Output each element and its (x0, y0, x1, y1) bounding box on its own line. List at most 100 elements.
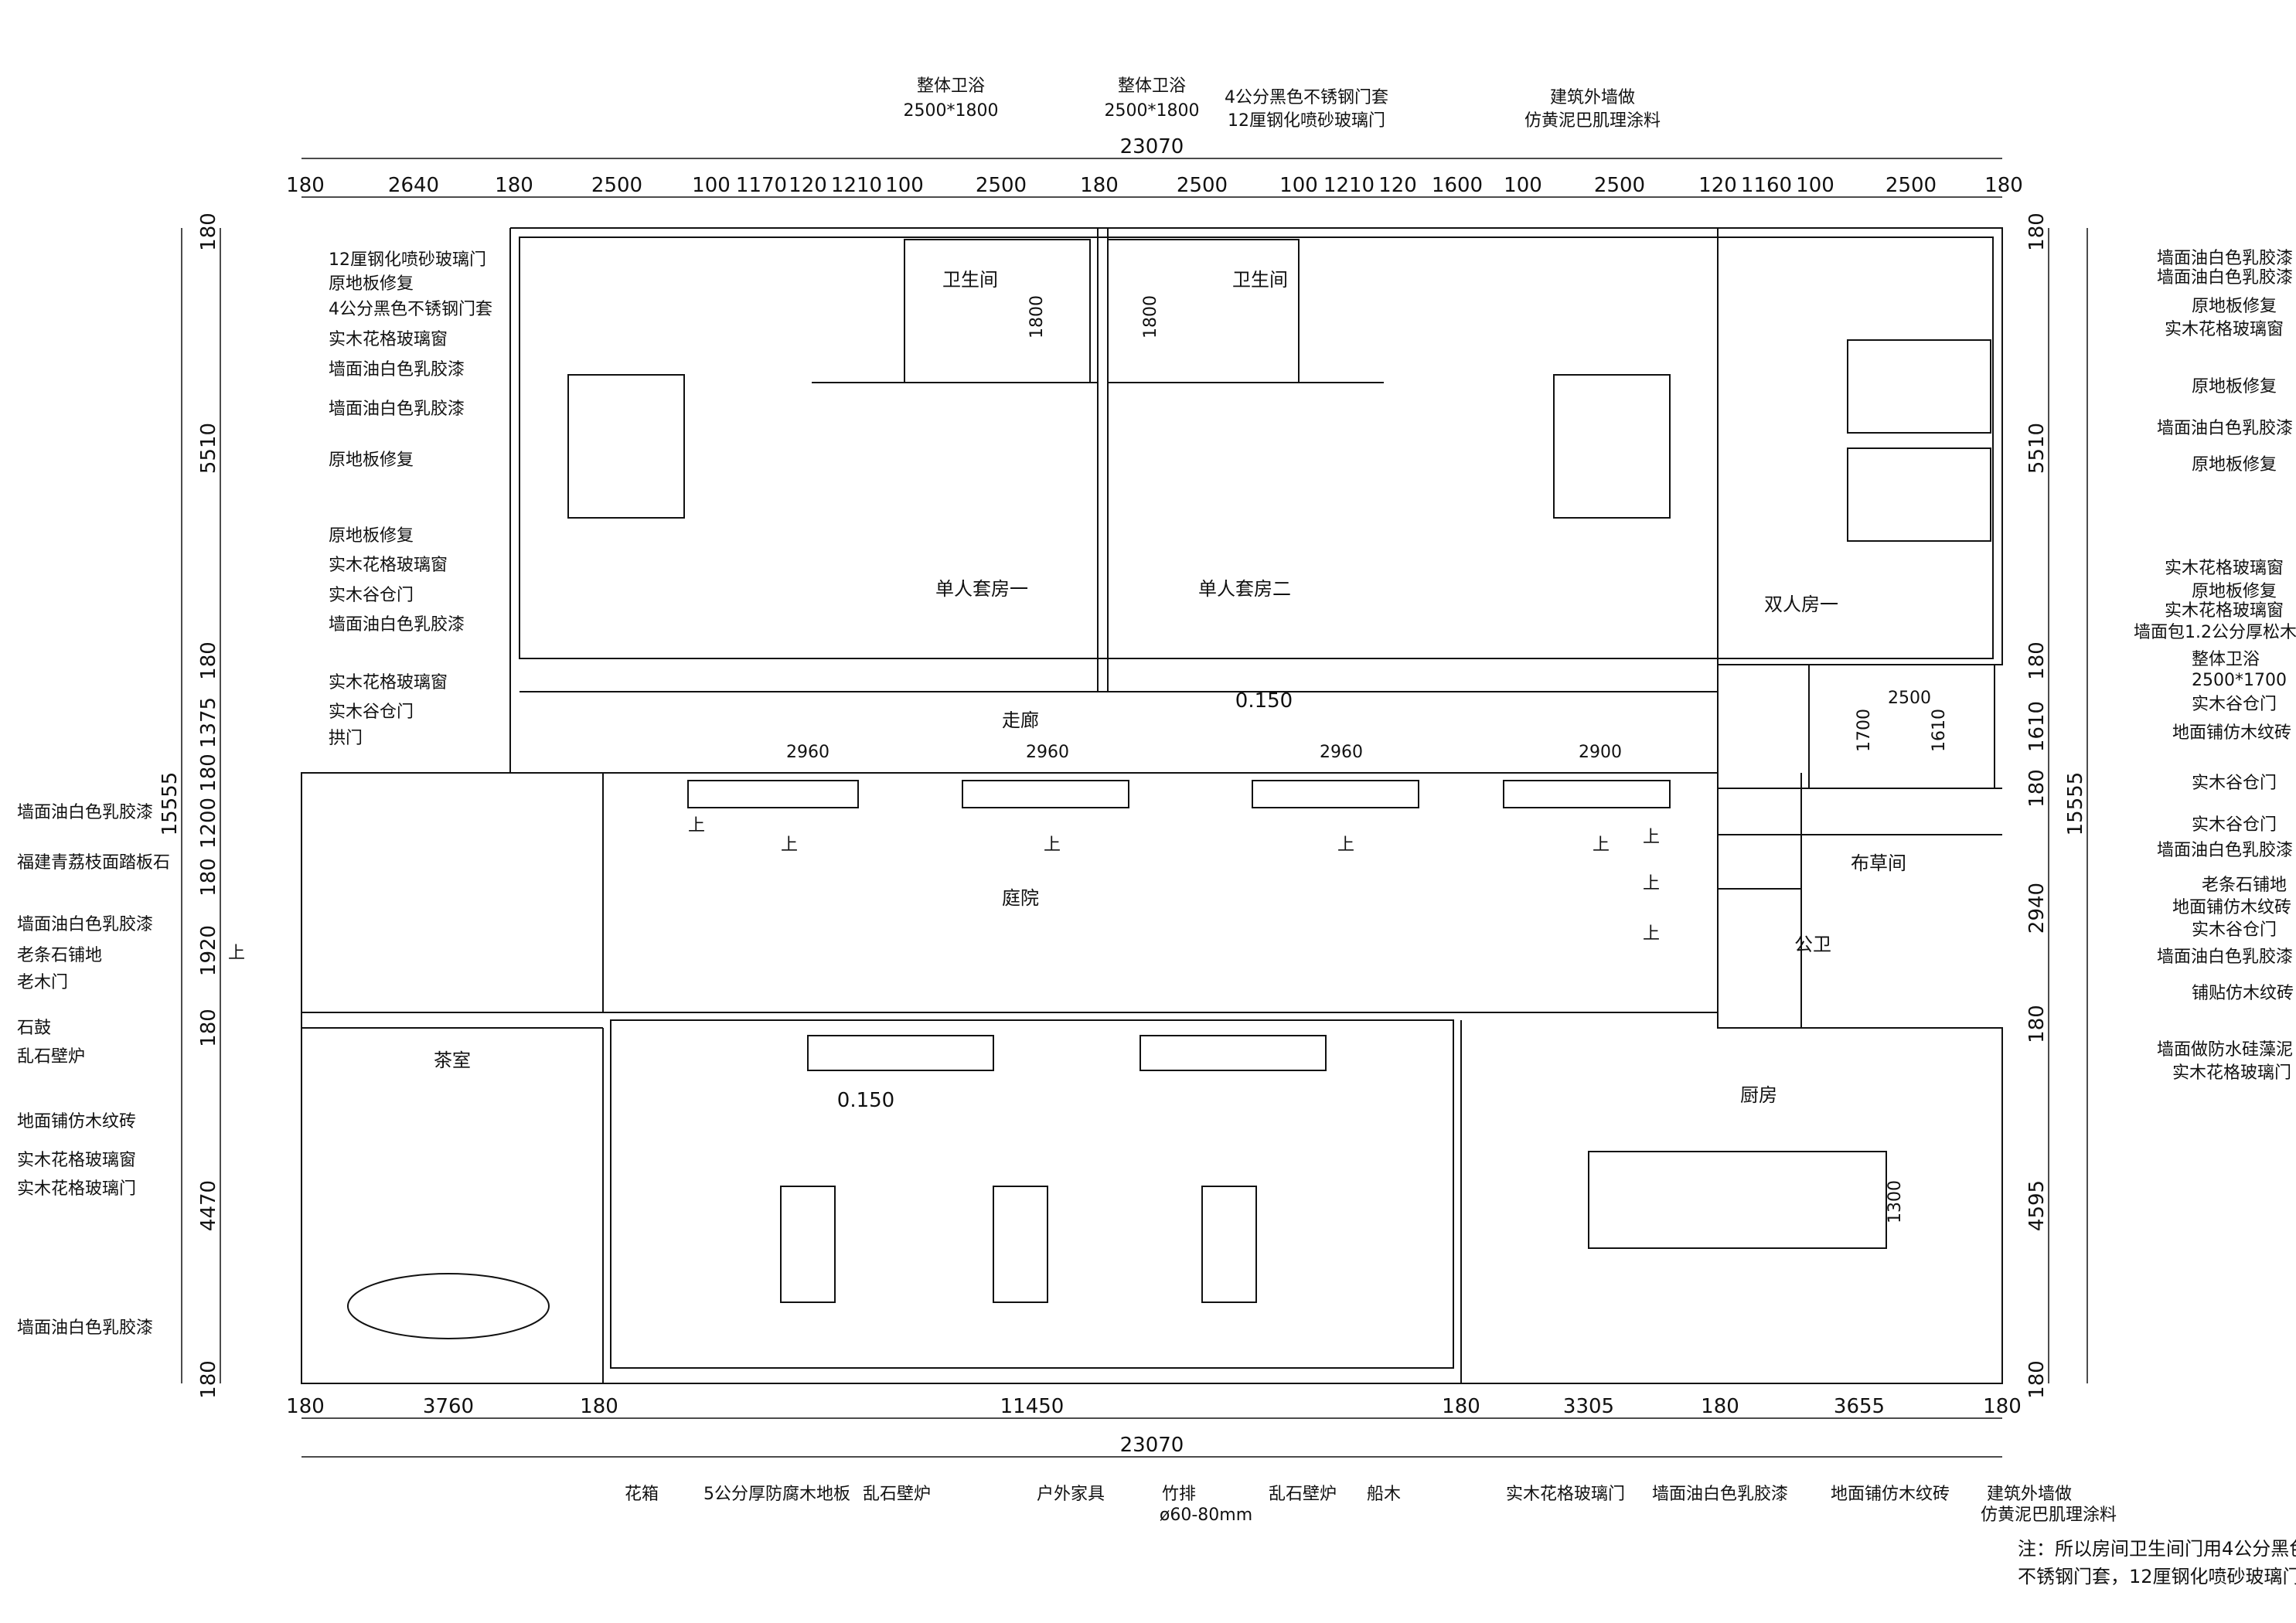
inner-dim: 1700 (1855, 709, 1874, 752)
room-label-tea: 茶室 (434, 1050, 471, 1071)
outdoor-table-3 (1201, 1186, 1257, 1303)
left-dim: 180 (197, 213, 220, 251)
right-dim: 1610 (2025, 701, 2049, 752)
right-callout: 实木谷仓门 (2192, 774, 2277, 793)
bottom-callout: 仿黄泥巴肌理涂料 (1981, 1506, 2117, 1525)
room-label-corridor: 走廊 (1002, 709, 1039, 731)
right-callout: 老条石铺地 (2202, 876, 2287, 895)
up-mark: 上 (1643, 828, 1660, 847)
bed-double-a (1847, 339, 1991, 434)
top-dim: 120 (1698, 174, 1737, 197)
room-label-bath1: 卫生间 (942, 269, 998, 291)
bottom-callout: 花箱 (625, 1485, 659, 1504)
top-callout: 12厘钢化喷砂玻璃门 (1228, 111, 1385, 131)
top-total-dim: 23070 (1120, 135, 1184, 158)
corridor-segment-dim: 2960 (1026, 743, 1069, 762)
top-dim: 180 (1984, 174, 2023, 197)
right-dims: 180 5510 180 1610 180 2940 180 4595 180 … (2025, 213, 2087, 1399)
bottom-dim: 11450 (1000, 1395, 1065, 1418)
up-mark: 上 (1337, 835, 1354, 855)
bed-double-b (1847, 447, 1991, 542)
room-label-courtyard: 庭院 (1002, 887, 1039, 909)
left-callout: 墙面油白色乳胶漆 (329, 360, 465, 379)
left-callout: 实木花格玻璃窗 (329, 556, 448, 575)
up-mark: 上 (1643, 874, 1660, 893)
right-callout: 原地板修复 (2192, 455, 2277, 475)
up-mark: 上 (1593, 835, 1610, 855)
stair-up-marks: 上 上 上 上 上 上 上 上 上 (228, 816, 1660, 963)
top-callout: 整体卫浴 (1118, 77, 1186, 96)
inner-dim: 1800 (1141, 295, 1160, 339)
top-dim: 120 (789, 174, 827, 197)
left-dim: 1200 (197, 798, 220, 849)
top-dims: 180 2640 180 2500 100 1170 120 1210 100 … (286, 174, 2023, 197)
courtyard-paving (602, 772, 1719, 1013)
level-mark: 0.150 (1235, 689, 1293, 713)
bottom-callout: 户外家具 (1037, 1485, 1105, 1504)
left-dims: 180 5510 180 1375 180 1200 180 1920 180 … (158, 213, 220, 1399)
up-mark: 上 (688, 816, 705, 835)
left-dim: 1920 (197, 925, 220, 976)
room-label-linen: 布草间 (1851, 852, 1906, 874)
outdoor-table-1 (780, 1186, 836, 1303)
left-callout: 实木花格玻璃窗 (17, 1151, 136, 1170)
inner-dim: 1300 (1886, 1180, 1905, 1223)
right-callout: 实木花格玻璃门 (2172, 1063, 2291, 1083)
inner-dim: 2500 (1888, 689, 1931, 708)
bottom-dim: 3655 (1834, 1395, 1885, 1418)
bed-suite2 (1553, 374, 1671, 519)
top-callout: 整体卫浴 (917, 77, 985, 96)
left-callout: 地面铺仿木纹砖 (17, 1112, 136, 1131)
right-callouts: 墙面油白色乳胶漆 墙面油白色乳胶漆 原地板修复 实木花格玻璃窗 原地板修复 墙面… (2134, 249, 2296, 1083)
top-dim: 2500 (1886, 174, 1937, 197)
level-mark: 0.150 (837, 1089, 894, 1112)
right-callout: 实木谷仓门 (2192, 695, 2277, 714)
bottom-dim: 180 (286, 1395, 325, 1418)
inner-dim: 1800 (1027, 295, 1047, 339)
bath1-box (904, 239, 1091, 383)
bottom-callout: 建筑外墙做 (1987, 1485, 2072, 1504)
left-dim: 180 (197, 641, 220, 680)
bottom-dim: 180 (1442, 1395, 1480, 1418)
corridor-segment-dim: 2960 (786, 743, 829, 762)
bottom-callout: ø60-80mm (1160, 1506, 1252, 1525)
right-callout: 实木花格玻璃窗 (2165, 320, 2284, 339)
up-mark: 上 (228, 944, 245, 963)
left-dim: 180 (197, 858, 220, 897)
right-dim: 180 (2025, 1360, 2049, 1399)
top-callouts: 整体卫浴 2500*1800 整体卫浴 2500*1800 4公分黑色不锈钢门套… (904, 77, 1661, 131)
right-dim: 180 (2025, 213, 2049, 251)
bottom-callout: 乱石壁炉 (863, 1485, 931, 1504)
top-dim: 1170 (736, 174, 787, 197)
inner-dims: 1800 1800 2500 1700 1610 1300 (1027, 295, 1949, 1223)
room-label-double1: 双人房一 (1764, 594, 1838, 615)
right-callout: 地面铺仿木纹砖 (2172, 723, 2291, 743)
top-dim: 2500 (1177, 174, 1228, 197)
left-callout: 石鼓 (17, 1019, 51, 1038)
right-total-dim: 15555 (2064, 772, 2087, 836)
tea-table (347, 1273, 550, 1339)
left-dim: 180 (197, 754, 220, 792)
outdoor-table-2 (993, 1186, 1048, 1303)
left-callout: 原地板修复 (329, 274, 414, 294)
fireplace-1 (807, 1035, 994, 1071)
left-total-dim: 15555 (158, 772, 182, 836)
top-callout: 仿黄泥巴肌理涂料 (1524, 111, 1661, 131)
top-dim: 100 (1504, 174, 1542, 197)
top-callout: 2500*1800 (1105, 101, 1200, 121)
left-dim: 5510 (197, 423, 220, 474)
left-callout: 墙面油白色乳胶漆 (17, 1318, 153, 1338)
bottom-callouts: 花箱 5公分厚防腐木地板 乱石壁炉 户外家具 竹排 ø60-80mm 乱石壁炉 … (625, 1485, 2117, 1525)
top-dim: 180 (495, 174, 533, 197)
top-callout: 2500*1800 (904, 101, 999, 121)
right-callout: 实木谷仓门 (2192, 920, 2277, 940)
room-label-suite1: 单人套房一 (935, 578, 1028, 600)
up-mark: 上 (1044, 835, 1061, 855)
right-callout: 墙面包1.2公分厚松木 (2134, 623, 2296, 642)
right-callout: 墙面做防水硅藻泥 (2157, 1040, 2293, 1060)
left-callout: 实木花格玻璃窗 (329, 673, 448, 692)
room-labels: 卫生间 卫生间 单人套房一 单人套房二 双人房一 走廊 庭院 布草间 公卫 茶室… (434, 269, 1906, 1106)
room-label-bath2: 卫生间 (1232, 269, 1288, 291)
right-dim: 4595 (2025, 1180, 2049, 1231)
left-callout: 实木谷仓门 (329, 586, 414, 605)
